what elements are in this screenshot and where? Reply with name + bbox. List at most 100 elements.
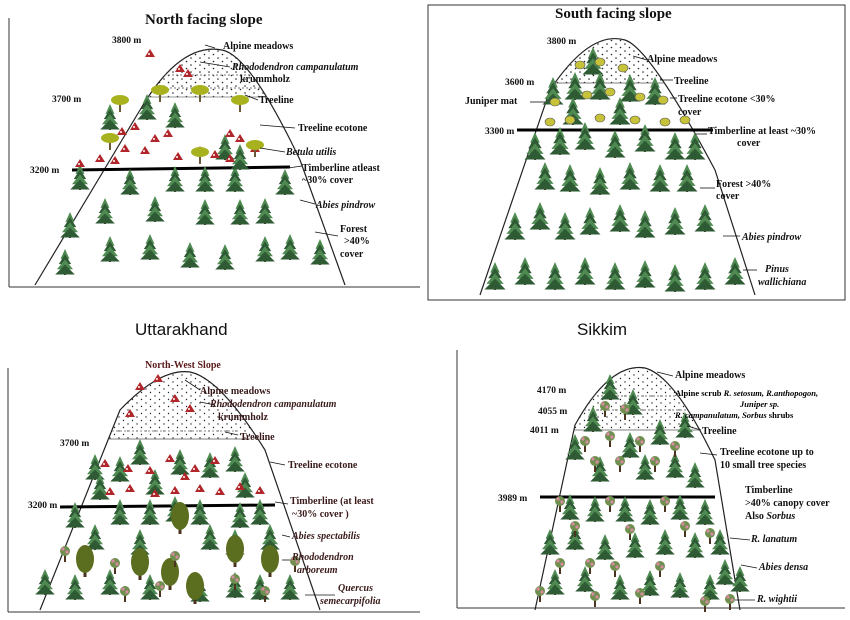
juniper-shrub <box>581 90 593 100</box>
birch-tree <box>151 85 169 102</box>
conifer-tree <box>180 242 200 268</box>
conifer-tree <box>579 207 601 235</box>
flowering-shrub <box>610 561 620 577</box>
conifer-group <box>55 94 330 275</box>
rhododendron-group <box>100 374 265 497</box>
conifer-tree <box>590 456 610 482</box>
conifer-tree <box>589 72 611 100</box>
rhododendron-shrub <box>150 134 160 142</box>
conifer-group <box>35 439 300 602</box>
label-timberline: ~30% cover <box>302 175 354 186</box>
conifer-tree <box>225 446 245 472</box>
conifer-tree <box>140 574 160 600</box>
conifer-tree <box>504 212 526 240</box>
region-title: Uttarakhand <box>135 320 228 339</box>
conifer-tree <box>609 97 631 125</box>
flowering-shrub <box>60 546 70 562</box>
rhododendron-shrub <box>120 144 130 152</box>
conifer-tree <box>724 257 746 285</box>
conifer-tree <box>583 406 603 432</box>
conifer-tree <box>165 102 185 128</box>
label-shrubs: R. campanulatum, Sorbus shrubs <box>674 410 794 420</box>
rhododendron-shrub <box>153 374 163 382</box>
conifer-tree <box>694 262 716 290</box>
conifer-tree <box>534 162 556 190</box>
conifer-group <box>484 47 746 292</box>
flowering-shrub <box>625 524 635 540</box>
rhododendron-shrub <box>163 129 173 137</box>
flowering-shrub <box>650 456 660 472</box>
conifer-tree <box>90 474 110 500</box>
conifer-tree <box>564 72 586 100</box>
oak-tree <box>186 572 204 604</box>
flowering-shrub <box>535 586 545 602</box>
conifer-tree <box>640 499 660 525</box>
rhododendron-shrub <box>173 152 183 160</box>
conifer-tree <box>634 210 656 238</box>
label-juniper-mat: Juniper mat <box>465 96 518 107</box>
flowering-shrub <box>155 581 165 597</box>
conifer-tree <box>604 262 626 290</box>
flowering-shrub <box>260 586 270 602</box>
rhododendron-shrub <box>165 454 175 462</box>
conifer-tree <box>200 524 220 550</box>
conifer-tree <box>670 494 690 520</box>
birch-group <box>101 85 264 164</box>
conifer-tree <box>544 262 566 290</box>
conifer-tree <box>170 449 190 475</box>
label-treeline-ecotone: 10 small tree species <box>720 460 806 471</box>
conifer-tree <box>529 202 551 230</box>
label-treeline: Treeline <box>259 95 294 106</box>
conifer-tree <box>585 496 605 522</box>
conifer-tree <box>559 164 581 192</box>
conifer-tree <box>600 374 620 400</box>
panel-title: North facing slope <box>145 12 263 28</box>
conifer-tree <box>195 199 215 225</box>
flowering-shrub <box>605 431 615 447</box>
flowering-shrub <box>110 558 120 574</box>
oak-tree <box>131 548 149 580</box>
flowering-shrub <box>655 561 665 577</box>
label-treeline-ecotone: Treeline ecotone up to <box>720 447 814 458</box>
conifer-tree <box>655 529 675 555</box>
rhododendron-shrub <box>183 69 193 77</box>
rhododendron-shrub <box>255 486 265 494</box>
rhododendron-shrub <box>125 409 135 417</box>
rhododendron-shrub <box>210 150 220 158</box>
conifer-tree <box>675 412 695 438</box>
rhododendron-shrub <box>140 146 150 154</box>
label-alpine-meadows: Alpine meadows <box>675 370 745 381</box>
rhododendron-shrub <box>117 127 127 135</box>
conifer-tree <box>200 452 220 478</box>
conifer-tree <box>610 574 630 600</box>
label-forest: Forest <box>340 224 368 235</box>
label-timberline: Timberline (at least <box>290 496 374 507</box>
panel-subtitle: North-West Slope <box>145 360 221 371</box>
label-timberline: Timberline at least ~30% <box>708 126 816 137</box>
conifer-tree <box>85 524 105 550</box>
conifer-tree <box>625 532 645 558</box>
flowering-shrub <box>590 456 600 472</box>
oak-tree <box>76 545 94 577</box>
conifer-tree <box>165 166 185 192</box>
rhododendron-shrub <box>225 154 235 162</box>
flowering-shrub <box>555 558 565 574</box>
rhododendron-shrub <box>190 464 200 472</box>
altitude-label: 3700 m <box>52 95 81 105</box>
conifer-tree <box>715 559 735 585</box>
conifer-tree <box>665 452 685 478</box>
rhododendron-shrub <box>225 129 235 137</box>
label-treeline-ecotone: Treeline ecotone <30% <box>678 94 776 105</box>
panel-north-facing: North facing slope 3800 m 3700 m 3200 m … <box>8 12 420 288</box>
conifer-tree <box>664 132 686 160</box>
conifer-tree <box>275 169 295 195</box>
conifer-tree <box>100 236 120 262</box>
rhododendron-shrub <box>100 459 110 467</box>
label-pinus: Pinus <box>765 264 789 275</box>
conifer-tree <box>695 499 715 525</box>
flowering-shrub <box>585 558 595 574</box>
conifer-tree <box>120 169 140 195</box>
conifer-tree <box>634 260 656 288</box>
rhododendron-shrub <box>123 464 133 472</box>
rhododendron-shrub <box>125 484 135 492</box>
